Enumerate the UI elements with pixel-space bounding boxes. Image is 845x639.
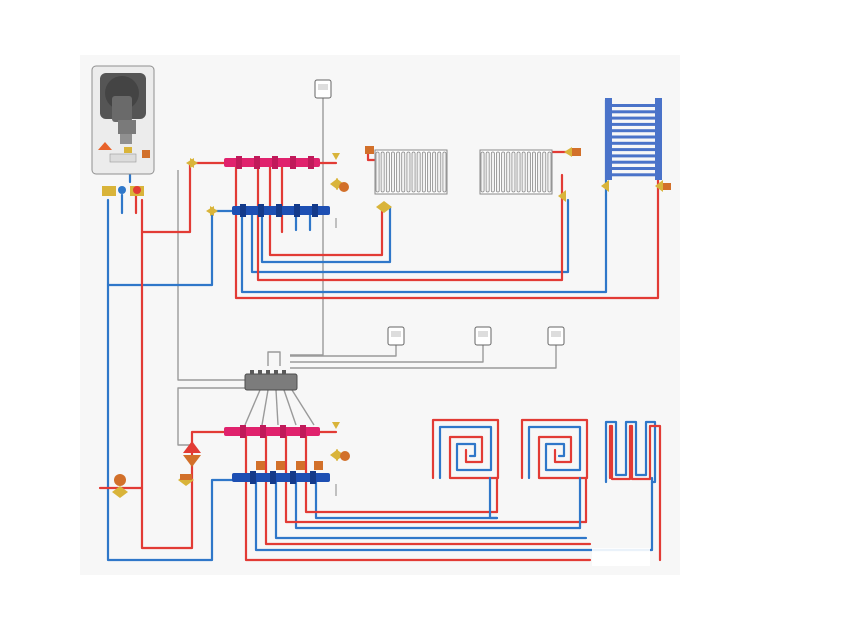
- towel-rail-bar: [612, 116, 655, 120]
- spiral-loop-icon: [520, 418, 589, 530]
- towel-rail-bar: [612, 104, 655, 107]
- room-thermostat-icon: [547, 326, 565, 346]
- radiator-fin: [532, 151, 536, 193]
- radiator-fin: [426, 151, 431, 193]
- radiator-fin: [501, 151, 506, 193]
- radiator-fin: [547, 151, 552, 193]
- towel-rail-bar: [612, 122, 655, 126]
- radiator-fin: [406, 151, 411, 193]
- radiator-fin: [480, 151, 485, 193]
- upper-isolating-valves: [186, 158, 218, 216]
- panel-radiator-icon: [479, 147, 581, 202]
- radiator-fin: [437, 151, 442, 193]
- radiator-fin: [396, 151, 401, 193]
- spiral-loop-icon: [431, 418, 500, 520]
- radiator-fin: [416, 151, 421, 193]
- mixing-valve-icon: [178, 474, 194, 486]
- control-wiring: [177, 98, 557, 446]
- radiator-fin: [537, 151, 542, 193]
- towel-rail-bar: [612, 141, 655, 145]
- return-pipes: [106, 98, 654, 562]
- radiator-fin: [411, 151, 416, 193]
- radiator-manifold-icon: [224, 153, 349, 228]
- radiator-fin: [421, 151, 426, 193]
- room-thermostat-icon: [474, 326, 492, 346]
- radiator-fin: [442, 151, 447, 193]
- radiator-fin: [390, 151, 395, 193]
- radiator-fin: [526, 151, 531, 193]
- room-thermostat-icon: [314, 79, 332, 99]
- towel-rail-bar: [612, 135, 655, 139]
- radiator-fin: [521, 151, 526, 193]
- wiring-centre-icon: [244, 370, 298, 391]
- radiator-fin: [516, 151, 521, 193]
- towel-rail-bar: [612, 173, 655, 177]
- towel-rail-bar: [612, 154, 655, 158]
- radiator-fin: [385, 151, 390, 193]
- radiator-fin: [401, 151, 406, 193]
- towel-rail-bar: [612, 160, 655, 164]
- radiator-fin: [380, 151, 385, 193]
- radiator-fin: [490, 151, 495, 193]
- towel-rail-icon: [601, 98, 671, 192]
- boiler-isolating-valves: [102, 186, 144, 196]
- towel-rail-bar: [612, 167, 655, 170]
- radiator-fin: [485, 151, 490, 193]
- radiator-fin: [432, 151, 437, 193]
- circulation-pump-icon: [183, 441, 201, 467]
- radiator-fin: [542, 151, 547, 193]
- towel-rail-bar: [612, 148, 655, 152]
- towel-rail-bar: [612, 129, 655, 133]
- towel-rail-bar: [612, 110, 655, 114]
- radiator-fin: [375, 151, 380, 193]
- bypass-valve-icon: [112, 474, 128, 498]
- wall-boiler-icon: [91, 65, 155, 175]
- radiator-fin: [495, 151, 500, 193]
- underfloor-manifold-icon: [224, 422, 350, 496]
- room-thermostat-icon: [387, 326, 405, 346]
- panel-radiator-icon: [365, 146, 448, 213]
- fade-patch: [592, 548, 650, 566]
- radiator-fin: [511, 151, 516, 193]
- serpentine-loop-icon: [604, 420, 662, 562]
- radiator-fin: [506, 151, 511, 193]
- diagram-panel: [80, 55, 680, 575]
